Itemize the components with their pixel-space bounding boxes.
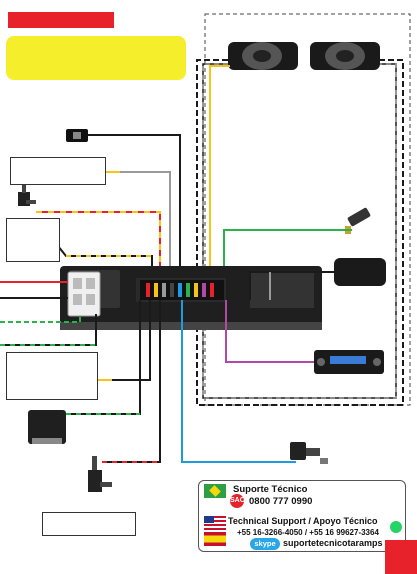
support-panel (198, 480, 406, 552)
speaker-area-outline (204, 13, 411, 406)
flag-spain-icon (204, 532, 226, 546)
callout-box-2 (6, 218, 60, 262)
harness-connector (140, 280, 224, 300)
callout-box-3 (6, 352, 98, 400)
right-speaker-icon (310, 42, 380, 70)
car-radio-icon (314, 350, 384, 374)
wire-yellow-speaker (209, 65, 230, 285)
led-icon (334, 258, 386, 286)
support-phone-br[interactable]: 0800 777 0990 (249, 496, 313, 507)
plug-sensor-icon (290, 442, 328, 464)
callout-box-1 (10, 157, 106, 185)
whatsapp-icon (390, 521, 402, 533)
skype-icon: skype (250, 538, 280, 550)
wire-black-switch (88, 134, 181, 285)
callout-box-4 (42, 512, 136, 536)
wire-blue (181, 300, 296, 463)
support-title-br: Suporte Técnico (233, 484, 308, 495)
wire-red-actuator (102, 300, 161, 463)
warning-note-box (6, 36, 186, 80)
left-speaker-icon (228, 42, 298, 70)
speaker-wire-loop (196, 59, 404, 406)
page-tab (385, 540, 417, 574)
switch-icon (66, 129, 88, 142)
title-bar (8, 12, 114, 28)
sac-icon: SAC (230, 494, 245, 508)
support-title-intl: Technical Support / Apoyo Técnico (228, 516, 378, 526)
siren-icon (28, 410, 66, 444)
support-phone-intl[interactable]: +55 16-3266-4050 / +55 16 99627-3364 (237, 528, 379, 537)
wire-black-led (249, 271, 334, 300)
flag-brazil-icon (204, 484, 226, 498)
wire-purple-radio (225, 300, 314, 363)
door-actuator-icon (88, 456, 112, 492)
skype-handle[interactable]: suportetecnicotaramps (283, 538, 383, 548)
door-actuator-icon-small (18, 183, 36, 206)
connector-plug-icon (67, 271, 101, 317)
flag-usa-icon (204, 516, 226, 530)
wire-green-dashed (0, 314, 81, 323)
